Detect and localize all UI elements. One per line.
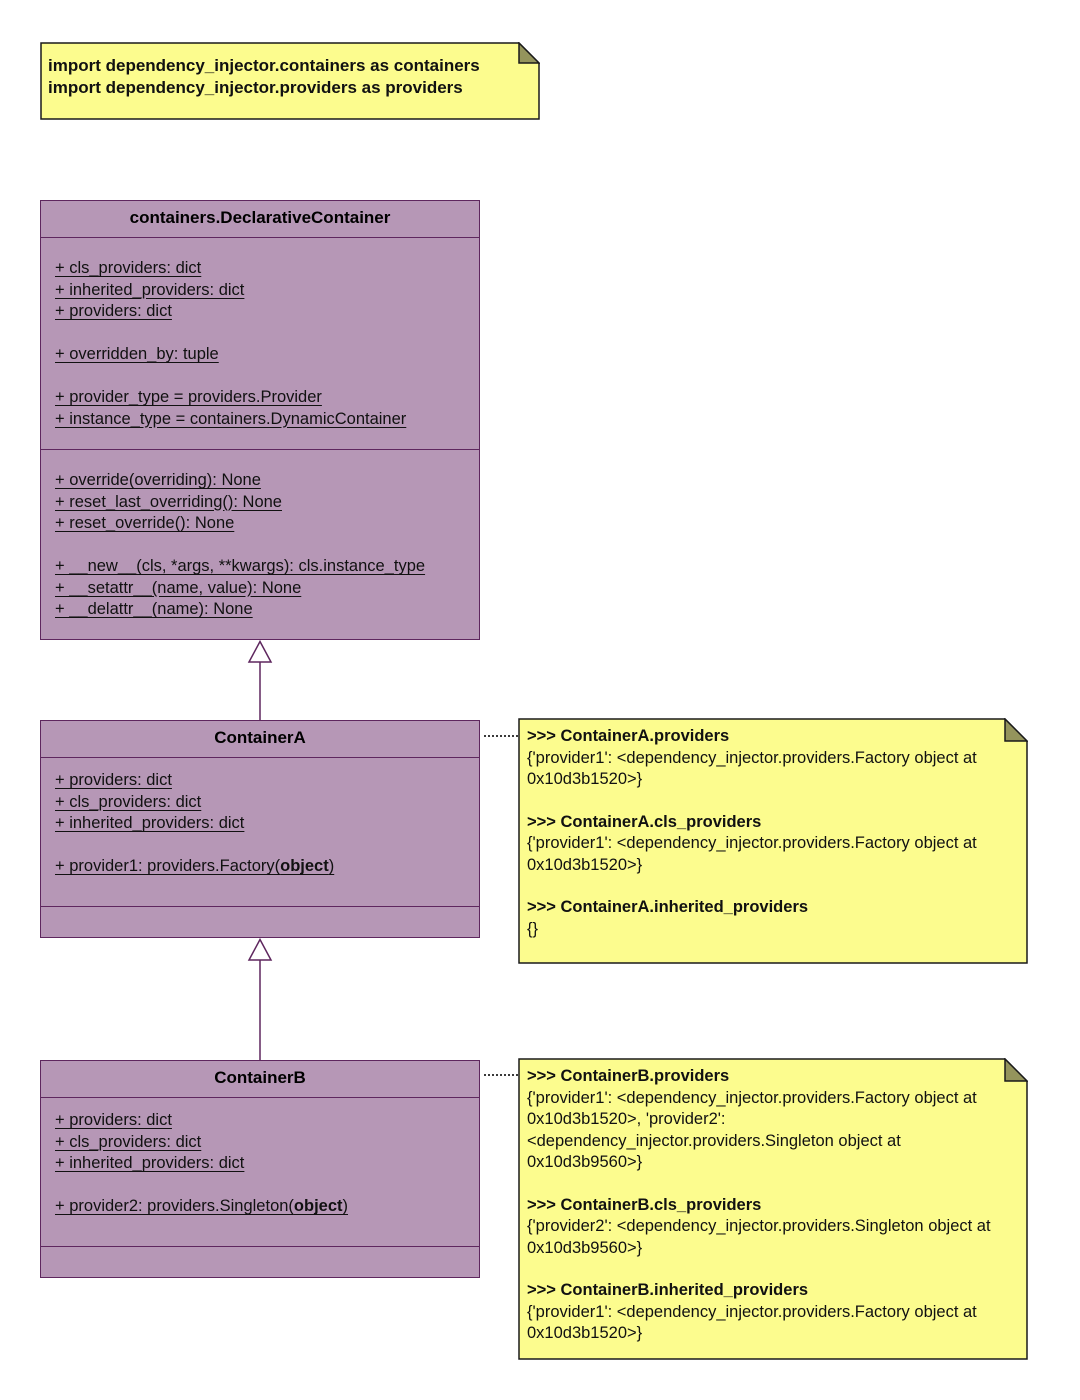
console-command: >>> ContainerB.inherited_providers bbox=[527, 1281, 809, 1299]
member-line-provider2: + provider2: providers.Singleton(object) bbox=[51, 1196, 469, 1218]
member-line: + reset_override(): None bbox=[55, 514, 235, 532]
member-line: + override(overriding): None bbox=[55, 471, 261, 489]
methods-section-empty bbox=[41, 1246, 479, 1279]
class-container-a: ContainerA + providers: dict + cls_provi… bbox=[40, 720, 480, 938]
attributes-section: + providers: dict + cls_providers: dict … bbox=[41, 1097, 479, 1246]
member-spacer bbox=[51, 1175, 469, 1197]
note-shape bbox=[518, 718, 1028, 964]
member-spacer bbox=[51, 835, 469, 857]
member-text-bold: object bbox=[280, 857, 329, 875]
class-title: ContainerA bbox=[214, 728, 306, 747]
member-text: + provider2: providers.Singleton( bbox=[55, 1197, 294, 1215]
console-block: >>> ContainerB.inherited_providers {'pro… bbox=[527, 1280, 1002, 1345]
member-line: + cls_providers: dict bbox=[55, 259, 202, 277]
imports-note-content: import dependency_injector.containers as… bbox=[40, 42, 540, 120]
note-fold-icon bbox=[518, 42, 540, 64]
hollow-triangle-icon bbox=[247, 938, 273, 961]
member-spacer bbox=[51, 535, 469, 557]
member-text: ) bbox=[328, 857, 335, 875]
console-output: {'provider1': <dependency_injector.provi… bbox=[527, 1088, 977, 1172]
member-text: + provider1: providers.Factory( bbox=[55, 857, 281, 875]
note-connector-a bbox=[484, 735, 518, 737]
member-line: + instance_type = containers.DynamicCont… bbox=[55, 409, 407, 428]
console-block: >>> ContainerA.providers {'provider1': <… bbox=[527, 726, 1002, 791]
methods-section-empty bbox=[41, 906, 479, 939]
member-line: + providers: dict bbox=[55, 1111, 172, 1129]
member-text: ) bbox=[342, 1197, 349, 1215]
member-line: + providers: dict bbox=[55, 771, 172, 789]
console-command: >>> ContainerB.cls_providers bbox=[527, 1195, 762, 1214]
member-line: + provider_type = providers.Provider bbox=[55, 388, 322, 406]
note-connector-b bbox=[484, 1074, 518, 1076]
container-a-note: >>> ContainerA.providers {'provider1': <… bbox=[518, 718, 1028, 964]
member-spacer bbox=[51, 366, 469, 388]
console-output: {'provider2': <dependency_injector.provi… bbox=[527, 1217, 991, 1257]
console-block: >>> ContainerA.cls_providers {'provider1… bbox=[527, 812, 1002, 877]
methods-section: + override(overriding): None + reset_las… bbox=[41, 449, 479, 640]
member-line: + inherited_providers: dict bbox=[55, 814, 245, 832]
member-line: + __new__(cls, *args, **kwargs): cls.ins… bbox=[55, 557, 426, 575]
note-fold-icon bbox=[1004, 1058, 1028, 1082]
member-line: + reset_last_overriding(): None bbox=[55, 492, 282, 511]
console-output: {} bbox=[527, 919, 539, 938]
console-block: >>> ContainerB.cls_providers {'provider2… bbox=[527, 1195, 1002, 1260]
note-shape bbox=[518, 1058, 1028, 1360]
member-line: + inherited_providers: dict bbox=[55, 280, 245, 299]
note-shape bbox=[40, 42, 540, 120]
console-block: >>> ContainerA.inherited_providers {} bbox=[527, 897, 1002, 940]
member-line: + cls_providers: dict bbox=[55, 1132, 202, 1151]
class-declarative-container: containers.DeclarativeContainer + cls_pr… bbox=[40, 200, 480, 640]
class-title: ContainerB bbox=[214, 1068, 306, 1087]
member-line: + cls_providers: dict bbox=[55, 792, 202, 811]
class-title: containers.DeclarativeContainer bbox=[129, 208, 391, 227]
console-command: >>> ContainerB.providers bbox=[527, 1067, 730, 1085]
console-output: {'provider1': <dependency_injector.provi… bbox=[527, 748, 977, 789]
import-line: import dependency_injector.containers as… bbox=[48, 56, 480, 75]
container-b-note: >>> ContainerB.providers {'provider1': <… bbox=[518, 1058, 1028, 1360]
member-line: + __setattr__(name, value): None bbox=[55, 578, 302, 597]
member-line: + providers: dict bbox=[55, 302, 172, 320]
attributes-section: + providers: dict + cls_providers: dict … bbox=[41, 757, 479, 906]
console-command: >>> ContainerA.providers bbox=[527, 727, 730, 745]
import-line: import dependency_injector.providers as … bbox=[48, 78, 463, 97]
console-command: >>> ContainerA.cls_providers bbox=[527, 812, 762, 831]
member-text-bold: object bbox=[293, 1197, 343, 1215]
attributes-section: + cls_providers: dict + inherited_provid… bbox=[41, 237, 479, 449]
console-block: >>> ContainerB.providers {'provider1': <… bbox=[527, 1066, 1002, 1174]
console-output: {'provider1': <dependency_injector.provi… bbox=[527, 834, 977, 874]
member-line-provider1: + provider1: providers.Factory(object) bbox=[51, 856, 469, 878]
console-output: {'provider1': <dependency_injector.provi… bbox=[527, 1302, 977, 1343]
imports-note: import dependency_injector.containers as… bbox=[40, 42, 540, 120]
container-a-note-content: >>> ContainerA.providers {'provider1': <… bbox=[518, 718, 1028, 964]
note-fold-icon bbox=[1004, 718, 1028, 742]
member-line: + __delattr__(name): None bbox=[55, 600, 253, 618]
member-line: + overridden_by: tuple bbox=[55, 345, 219, 363]
console-command: >>> ContainerA.inherited_providers bbox=[527, 898, 809, 916]
inheritance-arrow-containera-to-declarative bbox=[247, 640, 273, 720]
member-spacer bbox=[51, 323, 469, 345]
inheritance-arrow-containerb-to-containera bbox=[247, 938, 273, 1060]
hollow-triangle-icon bbox=[247, 640, 273, 663]
member-line: + inherited_providers: dict bbox=[55, 1154, 245, 1172]
container-b-note-content: >>> ContainerB.providers {'provider1': <… bbox=[518, 1058, 1028, 1360]
class-container-b: ContainerB + providers: dict + cls_provi… bbox=[40, 1060, 480, 1278]
